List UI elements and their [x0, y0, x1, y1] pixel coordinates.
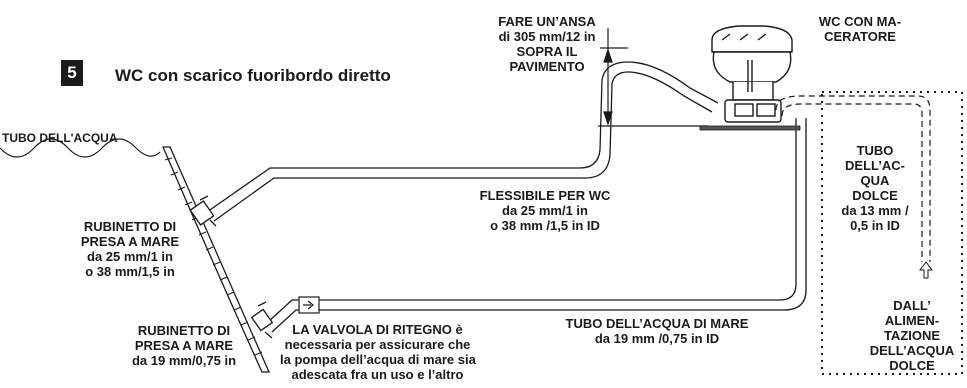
upper-seacock	[189, 195, 217, 227]
loop-dimension	[598, 28, 708, 127]
floor	[699, 125, 801, 131]
fresh-water-zone	[821, 91, 963, 375]
lower-seacock	[250, 301, 274, 339]
step-title: WC con scarico fuoribordo diretto	[115, 66, 391, 85]
wc-label: WC CON MA-CERATORE	[818, 14, 902, 44]
fresh-water-hose	[775, 95, 931, 262]
fresh-water-arrow	[919, 261, 933, 279]
hull	[162, 146, 270, 373]
step-number: 5	[61, 60, 83, 86]
sea-water-hose	[267, 118, 807, 333]
waterline	[0, 138, 161, 158]
check-valve	[298, 296, 320, 314]
water-pipe-label: TUBO DELL'ACQUA	[2, 131, 118, 145]
wc-macerator	[711, 25, 793, 123]
